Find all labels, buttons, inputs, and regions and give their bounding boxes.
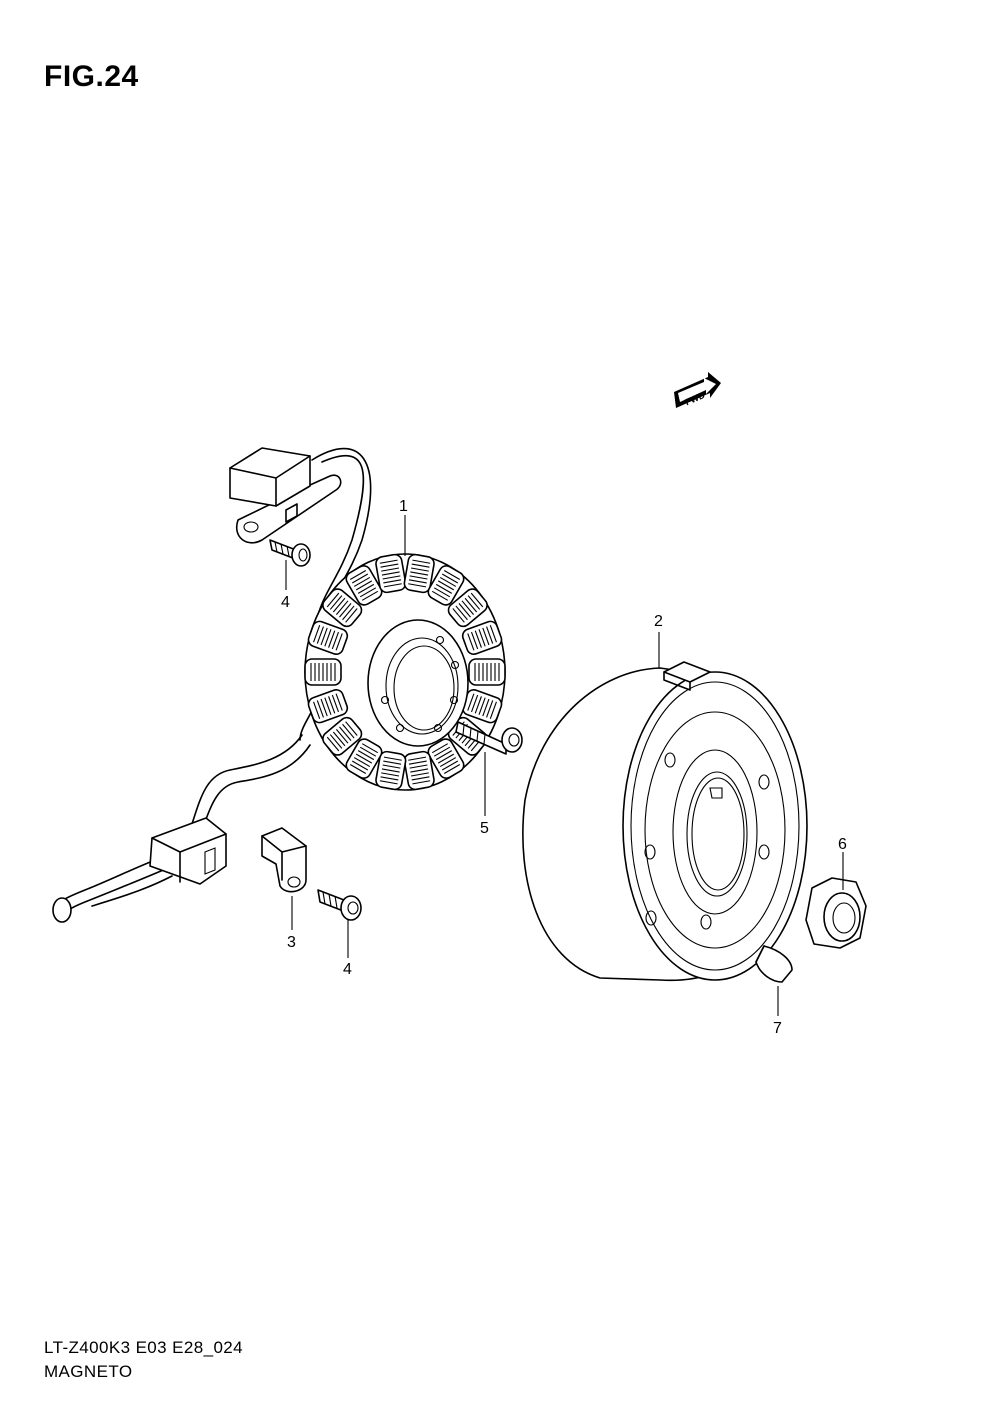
stator-pole-coil [307, 620, 349, 656]
diagram-name: MAGNETO [44, 1362, 133, 1381]
callout-4-upper: 4 [281, 594, 290, 611]
stator-pole-coil [461, 688, 503, 724]
clamp-bracket [261, 827, 307, 893]
flywheel-nut [805, 877, 867, 949]
stator-pole-coil [375, 750, 407, 791]
callout-6: 6 [838, 836, 847, 853]
callout-4-lower: 4 [343, 961, 352, 978]
stator-pole-coil [468, 658, 506, 686]
woodruff-key [755, 945, 793, 983]
leader-lines [285, 515, 844, 1016]
stator-pole-coil [345, 565, 383, 606]
stator-pole-coil [304, 658, 342, 686]
callout-1: 1 [399, 498, 408, 515]
bolt-upper [269, 539, 311, 567]
lower-harness [52, 734, 311, 923]
callouts: 1 2 3 4 4 5 6 7 [281, 498, 847, 1037]
callout-2: 2 [654, 613, 663, 630]
stator [304, 553, 506, 791]
callout-7: 7 [773, 1020, 782, 1037]
stator-pole-coil [461, 620, 503, 656]
stator-pole-coil [403, 750, 435, 791]
upper-connector [229, 447, 372, 741]
stator-pole-coil [322, 716, 363, 756]
stator-pole-coil [322, 588, 363, 628]
stator-pole-coil [345, 738, 383, 779]
stator-pole-coil [447, 588, 488, 628]
fwd-arrow-icon: FWD [674, 372, 721, 408]
diagram-code: LT-Z400K3 E03 E28_024 [44, 1338, 244, 1357]
callout-3: 3 [287, 934, 296, 951]
stator-pole-coil [375, 553, 407, 594]
figure-title: FIG.24 [44, 60, 139, 93]
stator-pole-coil [307, 688, 349, 724]
stator-pole-coil [427, 738, 465, 779]
bolt-stator [455, 721, 523, 755]
bolt-lower [317, 889, 362, 921]
callout-5: 5 [480, 820, 489, 837]
flywheel-rotor [522, 661, 808, 982]
stator-pole-coil [427, 565, 465, 606]
stator-pole-coil [403, 553, 435, 594]
